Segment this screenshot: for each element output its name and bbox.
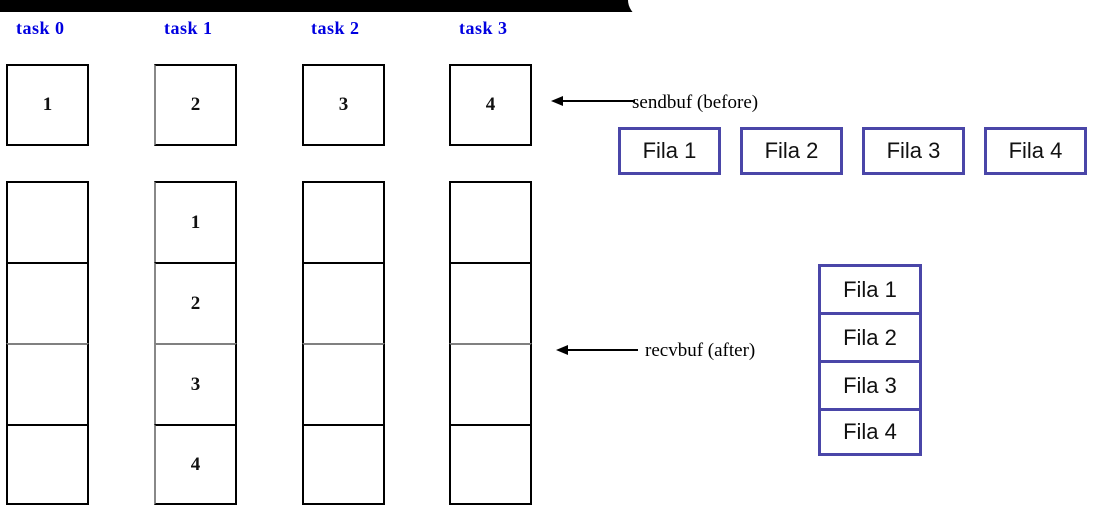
recvbuf-cell-1-0: 1 <box>154 181 237 262</box>
task-label-0: task 0 <box>16 18 65 38</box>
sendbuf-cell-1: 2 <box>154 64 237 146</box>
sendbuf-cell-3: 4 <box>449 64 532 146</box>
recvbuf-column-2 <box>302 181 385 505</box>
fila-vertical-box-2: Fila 3 <box>818 360 922 408</box>
recvbuf-cell-2-1 <box>302 262 385 343</box>
recvbuf-cell-1-2: 3 <box>154 343 237 424</box>
recvbuf-cell-1-3: 4 <box>154 424 237 505</box>
recvbuf-cell-0-0 <box>6 181 89 262</box>
fila-horizontal-box-0: Fila 1 <box>618 127 721 175</box>
recvbuf-label: recvbuf (after) <box>645 340 756 361</box>
fila-vertical-box-3: Fila 4 <box>818 408 922 456</box>
recvbuf-cell-0-1 <box>6 262 89 343</box>
arrow-shaft <box>564 349 638 351</box>
sendbuf-cell-0: 1 <box>6 64 89 146</box>
arrow-head-icon <box>551 96 563 106</box>
task-label-2: task 2 <box>311 18 360 38</box>
fila-vertical-box-0: Fila 1 <box>818 264 922 312</box>
recvbuf-cell-0-3 <box>6 424 89 505</box>
recvbuf-cell-1-1: 2 <box>154 262 237 343</box>
sendbuf-arrow-icon <box>551 96 635 106</box>
recvbuf-cell-2-2 <box>302 343 385 424</box>
sendbuf-cell-2: 3 <box>302 64 385 146</box>
task-label-1: task 1 <box>164 18 213 38</box>
recvbuf-cell-0-2 <box>6 343 89 424</box>
recvbuf-arrow-icon <box>556 345 638 355</box>
sendbuf-label: sendbuf (before) <box>632 92 759 113</box>
recvbuf-cell-3-2 <box>449 343 532 424</box>
recvbuf-column-3 <box>449 181 532 505</box>
fila-horizontal-box-2: Fila 3 <box>862 127 965 175</box>
fila-vertical-box-1: Fila 2 <box>818 312 922 360</box>
arrow-head-icon <box>556 345 568 355</box>
recvbuf-cell-3-0 <box>449 181 532 262</box>
top-white-blob-secondary <box>900 0 1095 14</box>
fila-horizontal-box-1: Fila 2 <box>740 127 843 175</box>
recvbuf-cell-2-0 <box>302 181 385 262</box>
arrow-shaft <box>559 100 635 102</box>
recvbuf-cell-3-1 <box>449 262 532 343</box>
recvbuf-cell-2-3 <box>302 424 385 505</box>
recvbuf-column-0 <box>6 181 89 505</box>
recvbuf-cell-3-3 <box>449 424 532 505</box>
task-label-3: task 3 <box>459 18 508 38</box>
fila-horizontal-box-3: Fila 4 <box>984 127 1087 175</box>
